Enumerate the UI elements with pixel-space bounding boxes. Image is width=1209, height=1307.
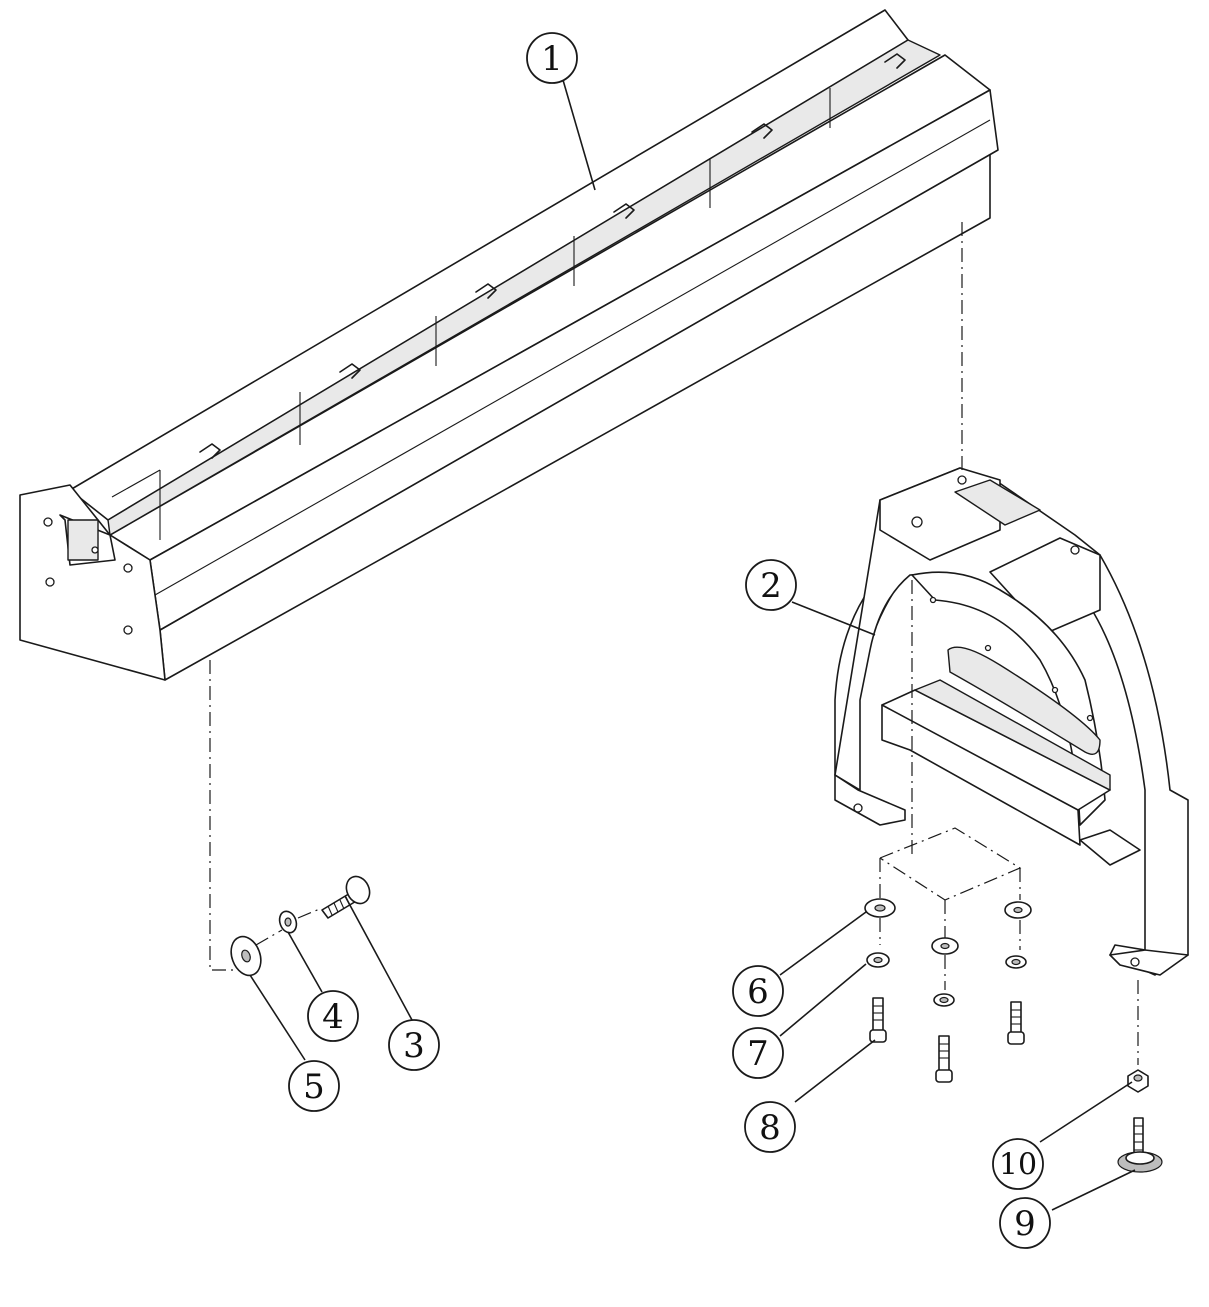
callout-5: 5 <box>288 1060 340 1112</box>
leg-stand-part <box>834 467 1189 976</box>
callout-9: 9 <box>999 1197 1051 1249</box>
callout-8-label: 8 <box>759 1108 781 1148</box>
bed-rail-part <box>19 9 999 681</box>
callout-3: 3 <box>388 1019 440 1071</box>
callout-1-label: 1 <box>541 39 563 79</box>
center-lines <box>209 222 1139 1065</box>
callout-2-label: 2 <box>760 566 782 606</box>
callout-10-label: 10 <box>999 1148 1037 1183</box>
callout-6: 6 <box>732 965 784 1017</box>
hardware-left <box>230 875 371 977</box>
callout-10: 10 <box>992 1138 1044 1190</box>
callout-7: 7 <box>732 1027 784 1079</box>
callout-6-label: 6 <box>747 972 769 1012</box>
callout-2: 2 <box>745 559 797 611</box>
callout-4-label: 4 <box>322 997 344 1037</box>
callout-9-label: 9 <box>1014 1204 1036 1244</box>
callout-4: 4 <box>307 990 359 1042</box>
callout-1: 1 <box>526 32 578 84</box>
hardware-right <box>864 898 1163 1173</box>
callout-7-label: 7 <box>747 1034 769 1074</box>
callout-3-label: 3 <box>403 1026 425 1066</box>
callout-5-label: 5 <box>303 1067 325 1107</box>
leader-lines <box>249 79 1136 1211</box>
callout-8: 8 <box>744 1101 796 1153</box>
